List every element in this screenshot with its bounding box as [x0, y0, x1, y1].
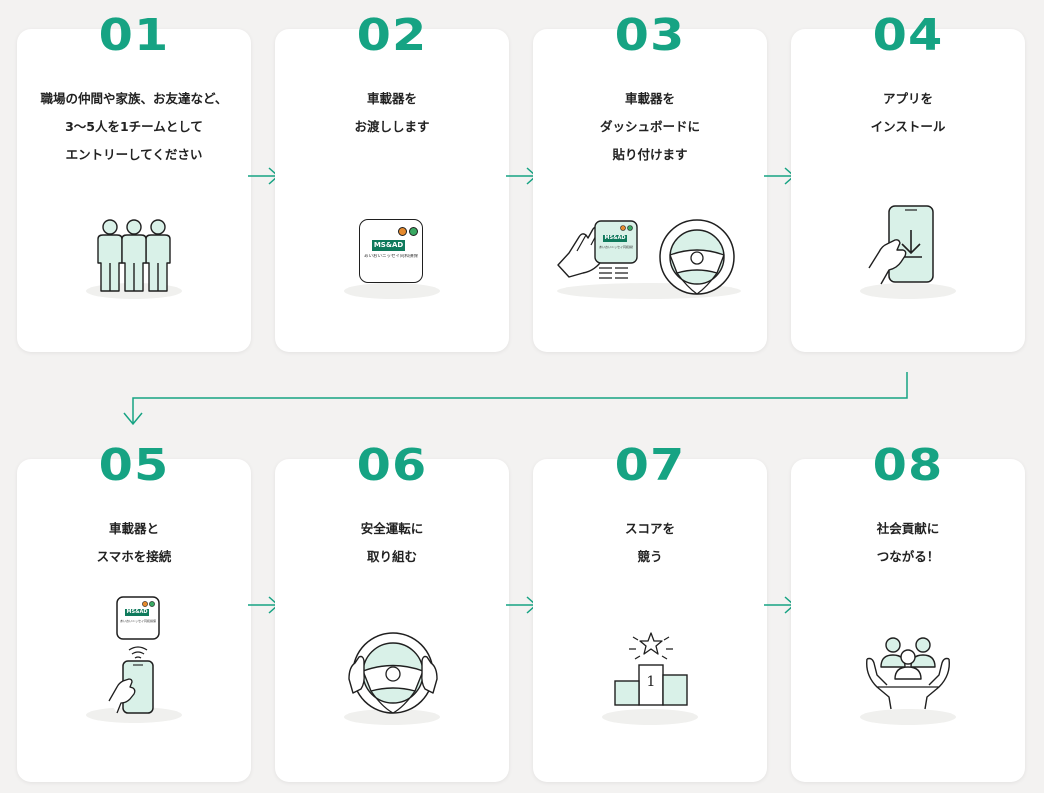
step-title: 社会貢献に つながる！ [876, 521, 940, 564]
device-caption: あいおいニッセイ同和損保 [599, 245, 633, 249]
people-group-icon [97, 219, 171, 292]
step-card-06: 06 安全運転に 取り組む [275, 444, 509, 782]
step-number: 03 [614, 10, 686, 61]
step-title: 車載器と スマホを接続 [96, 521, 172, 564]
device-caption: あいおいニッセイ同和損保 [119, 619, 156, 623]
step-number: 08 [872, 440, 944, 491]
step-card-07: 07 スコアを 競う 1 [533, 444, 767, 782]
step-card-04: 04 アプリを インストール [791, 14, 1025, 352]
step-card-03: 03 車載器を ダッシュボードに 貼り付けます MS&AD あいおいニッセイ同和… [533, 14, 767, 352]
step-title: 職場の仲間や家族、お友達など、 3～5人を1チームとして エントリーしてください [40, 91, 228, 162]
step-number: 01 [98, 10, 170, 61]
step-card-02: 02 車載器を お渡しします MS&AD あいおいニッセイ同和損保 [275, 14, 509, 352]
step-title: 安全運転に 取り組む [360, 521, 424, 564]
device-phone-connect-icon: MS&AD あいおいニッセイ同和損保 [105, 595, 177, 715]
steering-wheel-hands-icon [348, 632, 438, 714]
device-caption: あいおいニッセイ同和損保 [364, 254, 418, 259]
step-card-01: 01 職場の仲間や家族、お友達など、 3～5人を1チームとして エントリーしてく… [17, 14, 251, 352]
community-hands-icon [866, 637, 950, 710]
step-number: 05 [98, 440, 170, 491]
step-number: 07 [614, 440, 686, 491]
step-number: 06 [356, 440, 428, 491]
step-number: 04 [872, 10, 944, 61]
step-title: スコアを 競う [624, 521, 675, 564]
device-brand-label: MS&AD [603, 235, 627, 242]
step-number: 02 [356, 10, 428, 61]
smartphone-download-icon [868, 205, 934, 285]
step-card-05: 05 車載器と スマホを接続 MS&AD あいおいニッセイ同和損保 [17, 444, 251, 782]
step-title: アプリを インストール [870, 91, 946, 134]
step-title: 車載器を お渡しします [354, 91, 430, 134]
podium-star-icon: 1 [611, 629, 691, 709]
step-title: 車載器を ダッシュボードに 貼り付けます [599, 91, 700, 162]
dashboard-mount-icon: MS&AD あいおいニッセイ同和損保 [555, 215, 745, 295]
in-car-device-icon: MS&AD あいおいニッセイ同和損保 [359, 219, 425, 285]
device-brand-label: MS&AD [372, 240, 405, 251]
device-brand-label: MS&AD [125, 609, 149, 616]
step-card-08: 08 社会貢献に つながる！ [791, 444, 1025, 782]
podium-rank: 1 [646, 674, 656, 690]
